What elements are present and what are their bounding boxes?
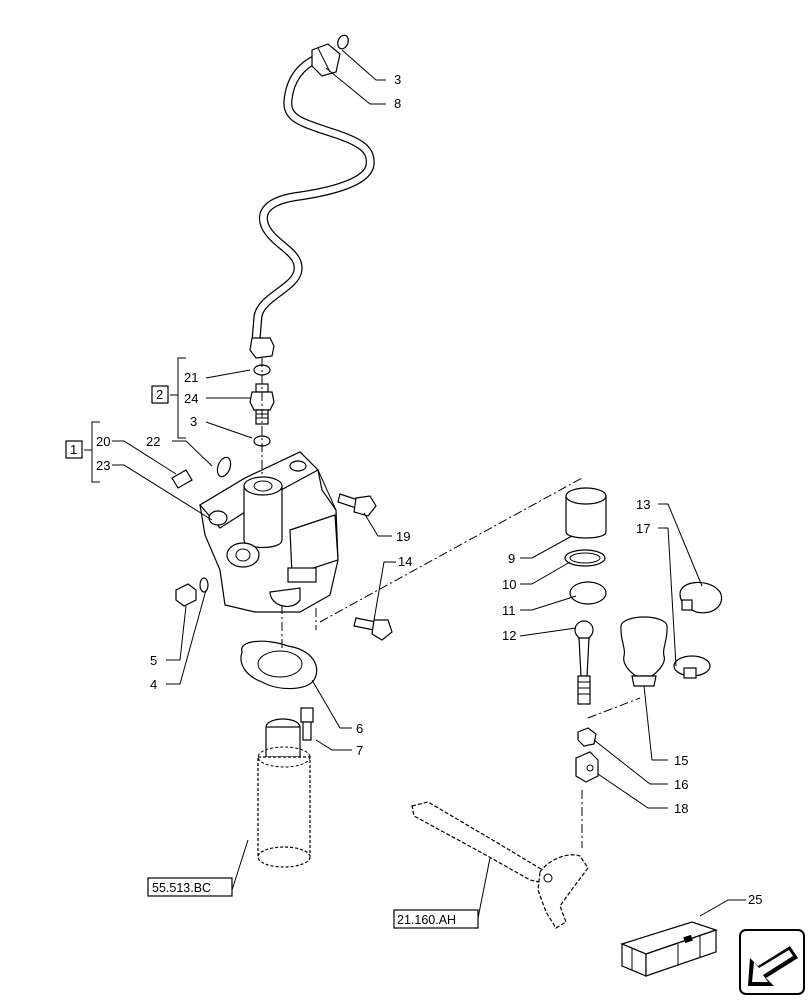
valve-body [199,451,339,613]
callout-6: 6 [356,721,363,736]
screw-7 [300,707,314,741]
screw-20-23 [171,469,193,489]
clevis-18 [575,751,599,783]
cap-9 [565,487,607,539]
callout-15: 15 [674,753,688,768]
callout-8: 8 [394,96,401,111]
o-ring-3-top [337,34,349,50]
ball-stud-12 [574,620,594,705]
gasket-6 [240,640,318,690]
hose-clamp-17 [673,655,711,679]
callout-17: 17 [636,521,650,536]
callout-21: 21 [184,370,198,385]
callout-box-1 [65,440,83,459]
reference-link-55-513-bc[interactable]: 55.513.BC [147,877,233,897]
callout-2: 2 [156,387,163,402]
control-lever [411,801,589,929]
svg-text:55.513.BC: 55.513.BC [152,881,211,895]
callout-23: 23 [96,458,110,473]
callout-11: 11 [502,603,516,618]
callout-20: 20 [96,434,110,449]
hydraulic-pipe [249,43,375,359]
callout-14: 14 [398,554,412,569]
callout-25: 25 [748,892,762,907]
callout-3: 3 [190,414,197,429]
callout-18: 18 [674,801,688,816]
callout-24: 24 [184,391,198,406]
boot-15 [620,616,668,687]
svg-text:21.160.AH: 21.160.AH [397,913,456,927]
circlip-11 [569,581,607,605]
callout-box-2 [151,385,169,404]
callout-13: 13 [636,497,650,512]
callout-19: 19 [396,529,410,544]
callout-10: 10 [502,577,516,592]
o-ring-22 [216,456,232,478]
bolt-19 [337,493,377,517]
o-ring-4 [199,577,209,593]
bolt-14 [353,617,393,641]
callout-5: 5 [150,653,157,668]
ring-10 [564,549,606,567]
leader-lines [112,49,746,919]
callout-12: 12 [502,628,516,643]
bracket-group-1 [84,421,100,483]
callout-1: 1 [70,442,77,457]
plunger-cylinder [257,718,311,868]
reference-link-21-160-ah[interactable]: 21.160.AH [393,909,479,929]
bracket-group-2 [170,357,186,439]
callout-22: 22 [146,434,160,449]
callout-9: 9 [508,551,515,566]
nut-16 [577,727,597,747]
callout-4: 4 [150,677,157,692]
parts-crate-icon [620,921,718,977]
plug-5 [175,583,197,607]
centerline-lower [587,697,641,719]
callout-16: 16 [674,777,688,792]
centerline-cross [319,477,583,623]
callout-7: 7 [356,743,363,758]
hose-clamp-13 [679,581,723,614]
callout-3-top: 3 [394,72,401,87]
arrow-down-left-icon[interactable] [739,929,805,995]
